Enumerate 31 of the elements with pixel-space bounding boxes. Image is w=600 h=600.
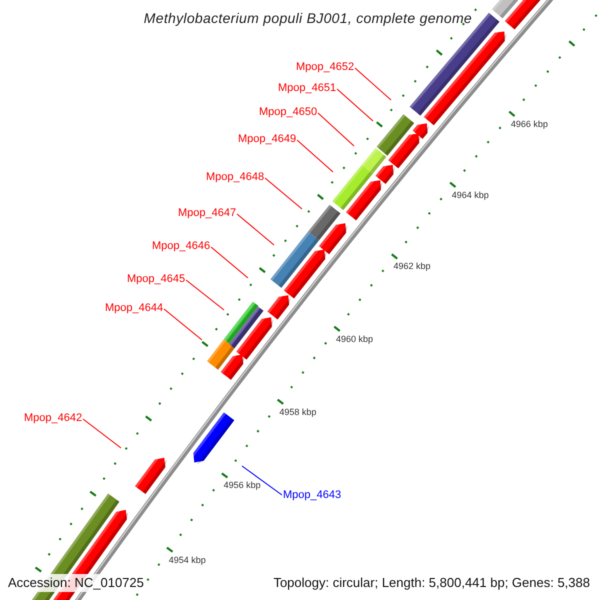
leader-line <box>354 68 392 100</box>
gene-label: Mpop_4651 <box>278 81 336 95</box>
gene-label: Mpop_4642 <box>24 411 82 425</box>
gene-label: Mpop_4647 <box>178 206 236 220</box>
gene-label: Mpop_4650 <box>259 105 317 119</box>
map-title: Methylobacterium populi BJ001, complete genome <box>144 9 472 27</box>
leader-line <box>242 466 282 496</box>
scale-label: 4960 kbp <box>336 334 374 345</box>
scale-label: 4962 kbp <box>393 261 431 272</box>
gene-label: Mpop_4649 <box>238 132 296 146</box>
gene-label: Mpop_4648 <box>206 170 264 184</box>
gene-label: Mpop_4644 <box>105 301 163 315</box>
scale-label: 4954 kbp <box>168 554 206 566</box>
leader-line <box>264 178 302 210</box>
scale-label: 4958 kbp <box>279 406 316 418</box>
gene-label: Mpop_4646 <box>152 239 210 253</box>
gene-label: Mpop_4652 <box>296 60 354 74</box>
accession-label: Accession: NC_010725 <box>6 574 146 592</box>
leader-line <box>318 112 354 146</box>
scale-label: 4956 kbp <box>224 480 261 492</box>
leader-line <box>236 214 274 246</box>
gene-label: Mpop_4643 <box>283 488 341 502</box>
gene-label: Mpop_4645 <box>127 272 185 286</box>
scale-label: 4966 kbp <box>510 118 548 130</box>
leader-line <box>210 246 248 278</box>
scale-label: 4964 kbp <box>452 190 489 201</box>
leader-line <box>296 140 334 172</box>
leader-line <box>82 418 122 448</box>
leader-line <box>186 280 224 310</box>
leader-line <box>164 308 202 340</box>
leader-line <box>336 88 374 122</box>
